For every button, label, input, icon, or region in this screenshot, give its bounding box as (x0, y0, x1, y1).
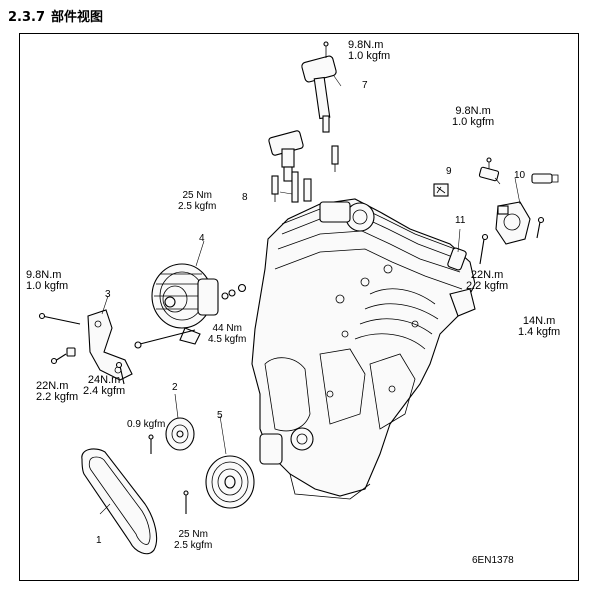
callout-11: 11 (455, 215, 466, 226)
callout-4: 4 (199, 233, 205, 244)
callout-10: 10 (514, 170, 526, 181)
torque-alternator: 44 Nm 4.5 kgfm (208, 323, 247, 345)
crank-bolt (183, 490, 189, 514)
ignition-coil-top (301, 41, 337, 133)
alternator-bracket (87, 309, 133, 381)
torque-coil-top: 9.8N.m 1.0 kgfm (348, 39, 391, 62)
callout-3: 3 (105, 289, 111, 300)
bracket-bolt-mid (115, 361, 125, 385)
section-heading: 2.3.7 部件视图 (8, 6, 103, 25)
crankshaft-pulley (205, 455, 255, 509)
exploded-view-figure: 7 8 9 10 11 4 3 2 5 1 9.8N.m 1.0 kgfm 9.… (19, 33, 579, 581)
callout-8: 8 (242, 192, 248, 203)
engine-block (251, 198, 476, 500)
drive-belt (81, 448, 158, 555)
pulley-bolt (148, 434, 154, 454)
n-connector (433, 183, 449, 197)
ignition-coil-mid (268, 130, 304, 203)
torque-housing: 14N.m 1.4 kgfm (518, 315, 561, 338)
housing-bolts (479, 216, 545, 265)
spark-plugs (271, 145, 339, 202)
torque-bolt-left: 22N.m 2.2 kgfm (36, 380, 79, 403)
alternator-washers (221, 283, 247, 300)
thermostat (447, 247, 467, 271)
callout-2: 2 (172, 382, 178, 393)
torque-bracket-bolt: 9.8N.m 1.0 kgfm (26, 269, 69, 292)
callout-7: 7 (362, 80, 368, 91)
figure-code: 6EN1378 (472, 555, 514, 566)
torque-pulley: 0.9 kgfm (127, 419, 166, 430)
torque-thermostat: 22N.m 2.2 kgfm (466, 269, 509, 292)
bracket-bolt-left (50, 347, 76, 365)
alternator (151, 263, 219, 345)
engine-drawing (38, 41, 559, 555)
alternator-bolt (134, 329, 196, 349)
section-title: 部件视图 (51, 10, 104, 25)
callout-9: 9 (446, 166, 452, 177)
leader-lines (99, 75, 521, 515)
torque-spark-plug: 25 Nm 2.5 kgfm (178, 190, 217, 212)
torque-sensor: 9.8N.m 1.0 kgfm (452, 105, 495, 128)
callout-5: 5 (217, 410, 223, 421)
temperature-sender (531, 173, 559, 184)
torque-bolt-mid: 24N.m 2.4 kgfm (83, 374, 126, 397)
callout-1: 1 (96, 535, 102, 546)
sensor-bolt (478, 157, 500, 182)
section-number: 2.3.7 (8, 10, 46, 25)
torque-crank-pulley: 25 Nm 2.5 kgfm (174, 529, 213, 551)
bracket-bolt-top (38, 312, 81, 325)
thermostat-housing (495, 201, 531, 245)
idler-pulley (165, 417, 195, 451)
